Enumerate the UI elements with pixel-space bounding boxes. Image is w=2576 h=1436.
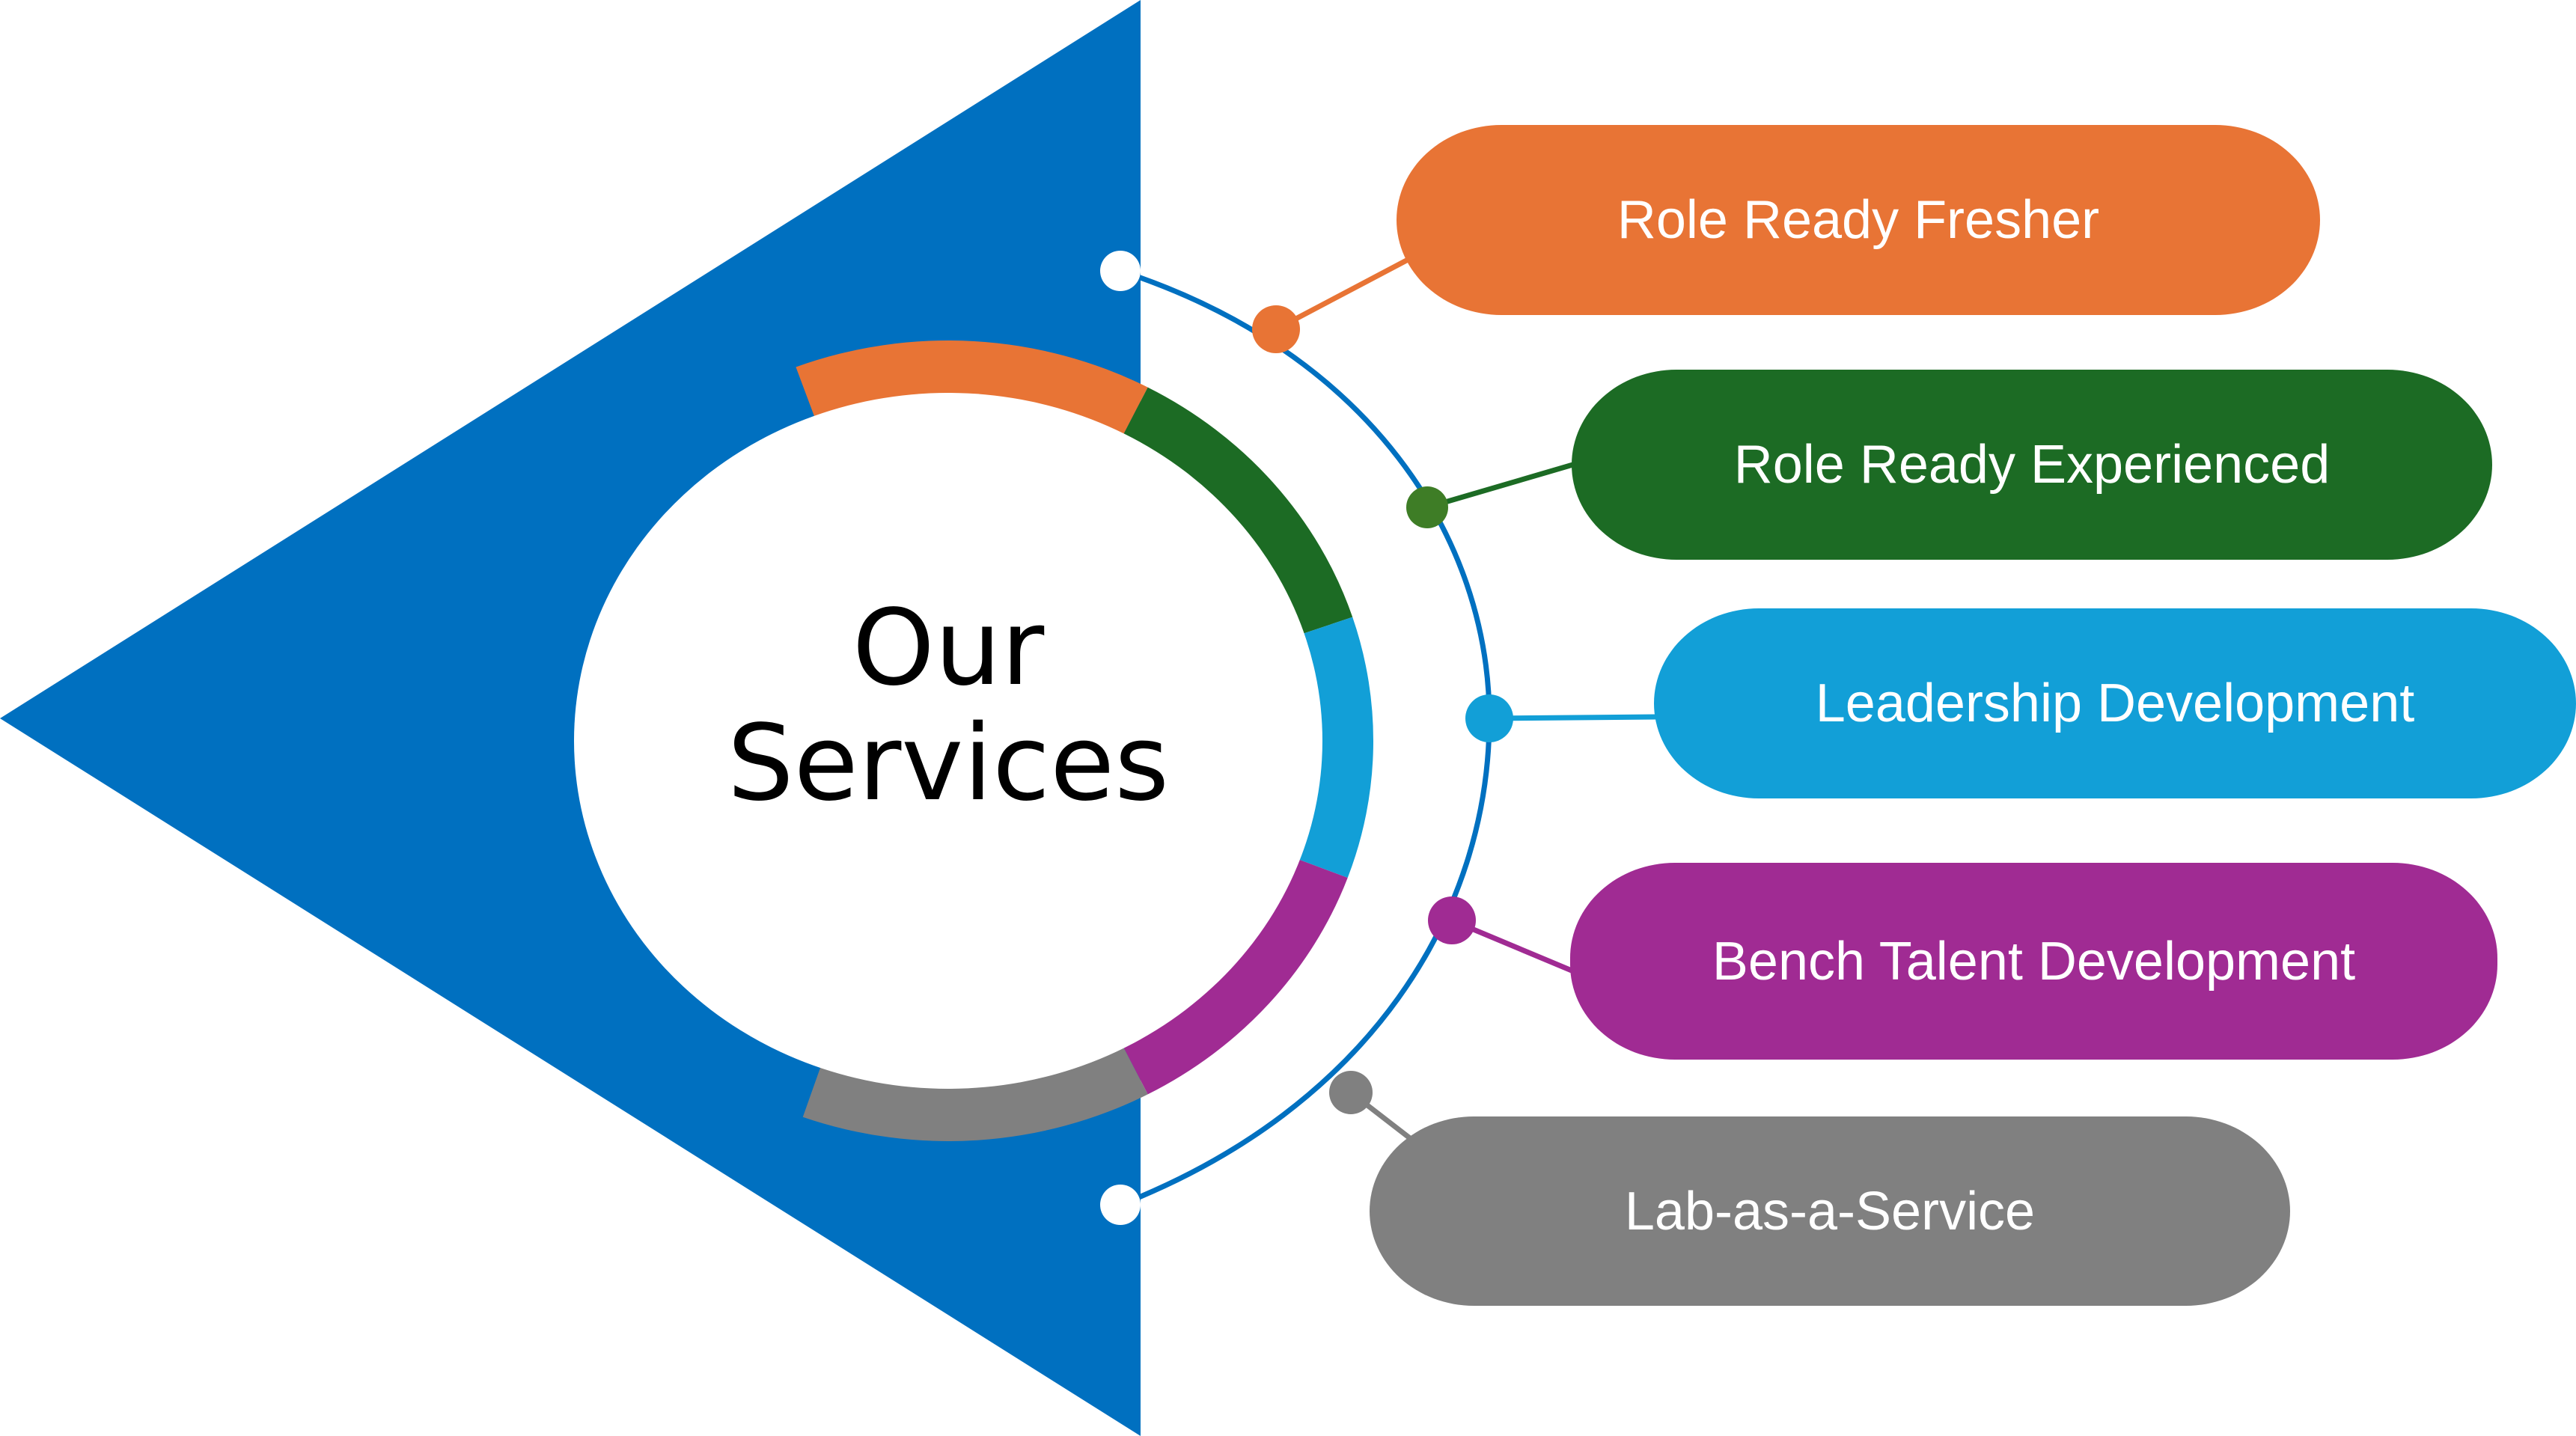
- connector-line: [1489, 714, 1656, 721]
- service-label: Bench Talent Development: [1712, 931, 2356, 992]
- ring-segment: [796, 340, 1148, 437]
- arc-start-dot: [1100, 251, 1141, 291]
- service-label: Lab-as-a-Service: [1624, 1181, 2036, 1241]
- center-title-line2: Services: [727, 703, 1170, 825]
- center-circle: [574, 393, 1322, 1089]
- service-pill-role-ready-experienced[interactable]: Role Ready Experienced: [1572, 370, 2492, 560]
- service-label: Role Ready Fresher: [1617, 190, 2100, 250]
- service-label: Role Ready Experienced: [1733, 435, 2331, 495]
- service-pill-leadership-development[interactable]: Leadership Development: [1654, 608, 2576, 798]
- service-pill-bench-talent-development[interactable]: Bench Talent Development: [1570, 863, 2497, 1060]
- connector-dot: [1329, 1071, 1373, 1114]
- connector-dot: [1465, 694, 1513, 742]
- connector-dot: [1252, 305, 1300, 353]
- center-title-line1: Our: [852, 587, 1045, 709]
- connector-dot: [1428, 896, 1476, 944]
- connectors: [1252, 255, 1656, 1146]
- center-title: Our Services: [649, 591, 1248, 822]
- service-label: Leadership Development: [1815, 673, 2415, 733]
- service-pill-role-ready-fresher[interactable]: Role Ready Fresher: [1397, 125, 2320, 315]
- ring-segment: [1122, 858, 1348, 1095]
- arc-end-dot: [1100, 1185, 1141, 1225]
- connector-line: [1275, 255, 1412, 332]
- service-pill-lab-as-a-service[interactable]: Lab-as-a-Service: [1370, 1116, 2290, 1306]
- ring-segment: [1122, 387, 1353, 635]
- connector-line: [1426, 461, 1576, 510]
- connector-dot: [1406, 486, 1448, 528]
